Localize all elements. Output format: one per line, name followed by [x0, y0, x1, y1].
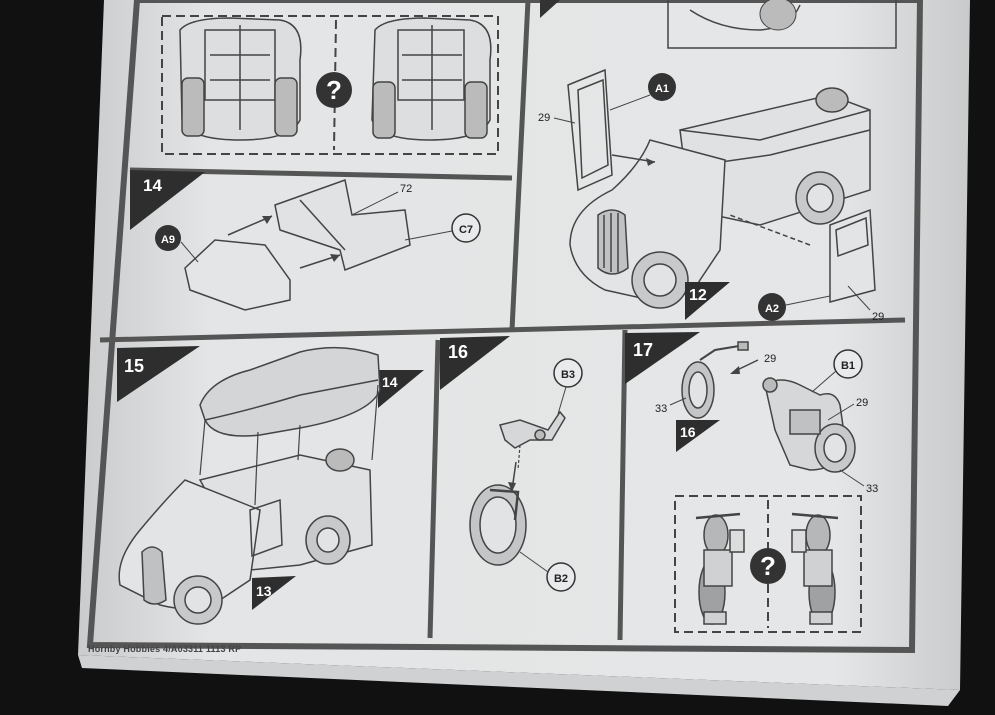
part-number-33-a: 33	[655, 403, 667, 415]
footer-code: Hornby Hobbies 4/A03311 1113 RP	[88, 644, 242, 654]
part-callout-a9	[155, 225, 181, 251]
part-number-29-c: 29	[764, 353, 776, 365]
motorcycle-illustration-left	[695, 512, 745, 625]
step-16-panel: 16 B3 B2	[440, 336, 583, 592]
front-fork-assembly	[681, 341, 749, 419]
part-label-b3: B3	[561, 369, 575, 381]
part-label-a1: A1	[655, 83, 669, 95]
part-label-a2: A2	[765, 303, 779, 315]
question-mark-right: ?	[760, 551, 776, 581]
motorcycle-illustration-right	[791, 512, 839, 625]
step-12-number: 12	[689, 287, 707, 304]
divider-middle	[99, 317, 906, 343]
part-label-b1: B1	[841, 360, 855, 372]
step-15-ref-13: 13	[256, 583, 272, 599]
step-15-ref-13-badge	[252, 576, 296, 610]
step-14-badge	[130, 170, 205, 230]
divider-16-17	[617, 329, 628, 641]
step-17-ref-16: 16	[680, 424, 696, 440]
handlebar-part	[499, 410, 566, 449]
part-label-c7: C7	[459, 224, 473, 236]
outer-frame	[86, 0, 924, 654]
step-15-number: 15	[124, 356, 144, 376]
part-callout-a1	[648, 73, 676, 101]
divider-15-16	[427, 339, 441, 639]
utility-truck-illustration	[567, 68, 876, 309]
part-number-29-d: 29	[856, 397, 868, 409]
part-callout-b1	[833, 349, 863, 379]
part-number-33-b: 33	[866, 483, 878, 495]
step-15-ref-14-badge	[378, 370, 424, 408]
step-15-panel: 15 14 13	[117, 346, 424, 625]
part-callout-b3	[553, 358, 583, 388]
previous-step-frame	[667, 0, 897, 49]
part-callout-c7	[451, 213, 481, 243]
step-12-badge	[685, 282, 730, 320]
step-17-panel: 17 29 B1 29 33 33 16	[625, 332, 878, 633]
divider-step14-top	[129, 167, 513, 181]
step-16-badge	[440, 336, 510, 390]
chassis-illustration-left	[179, 17, 302, 141]
floor-part	[184, 239, 291, 311]
rear-bench-part	[274, 179, 411, 272]
part-number-29-a: 29	[538, 112, 550, 124]
part-callout-b2	[546, 562, 576, 592]
step-17-number: 17	[633, 340, 653, 360]
covered-truck-illustration	[118, 346, 381, 625]
motorcycle-frame-part	[762, 377, 856, 473]
step-14-number: 14	[143, 176, 162, 195]
chassis-comparison-box: ?	[161, 15, 499, 155]
divider-vertical-top	[509, 0, 531, 331]
step-17-ref-16-badge	[676, 420, 720, 452]
step-12-panel: A1 29 A2 29 12	[538, 0, 897, 323]
step-17-badge	[625, 332, 700, 384]
part-label-b2: B2	[554, 573, 568, 585]
front-wheel-part	[469, 484, 527, 566]
part-label-a9: A9	[161, 234, 175, 246]
paper-edge	[78, 655, 960, 706]
motorcycle-comparison-box: ?	[674, 495, 862, 633]
question-mark-left: ?	[326, 75, 342, 105]
step-16-number: 16	[448, 342, 468, 362]
step-15-ref-14: 14	[382, 374, 398, 390]
step-15-badge	[117, 346, 200, 402]
step-14-panel: 14 A9 C7 72	[130, 170, 481, 311]
part-number-29-b: 29	[872, 311, 884, 323]
part-callout-a2	[758, 293, 786, 321]
chassis-illustration-right	[371, 17, 492, 141]
part-number-72: 72	[400, 183, 412, 195]
